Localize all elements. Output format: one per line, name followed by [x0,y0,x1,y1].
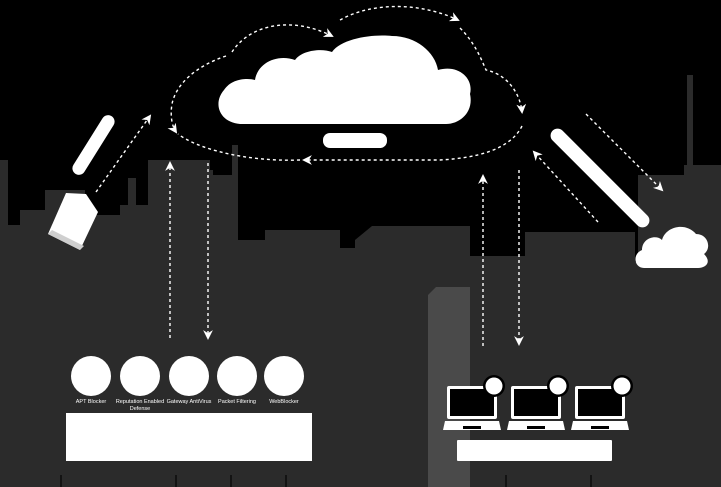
cloud-flow-bottom-left [177,133,301,161]
arrow-cable-to-cloud [532,150,599,223]
building-windows [60,475,592,487]
protection-label: Gateway AntiVirus [166,399,212,405]
protection-label: WebBlocker [269,399,299,405]
protection-label: Reputation Enabled Defense [115,399,165,412]
protections-panel [66,413,312,461]
cloud-label-bar [323,133,387,148]
status-dot-icon [613,377,631,395]
laptop-icon [571,375,633,430]
status-dot-icon [549,377,567,395]
cloud-flow-bottom [302,125,523,165]
cloud-flow-right-side [459,27,527,114]
webblocker-icon [264,356,304,396]
laptop-icon [443,375,505,430]
small-cloud-icon [635,226,709,268]
gateway-antivirus-icon [169,356,209,396]
protection-label: Packet Filtering [218,399,256,405]
reputation-defense-icon [120,356,160,396]
cloud-flow-top-1 [231,24,334,53]
laptop-icon [507,375,569,430]
cloud-flow-left-side [167,55,227,134]
protection-label: APT Blocker [75,399,107,405]
packet-filtering-icon [217,356,257,396]
status-dot-icon [485,377,503,395]
cable-icon [550,128,650,228]
central-cloud-icon [218,35,471,124]
usb-drive-icon [48,115,115,250]
apt-blocker-icon [71,356,111,396]
laptops-panel [457,440,612,461]
laptop-group [443,375,633,430]
cloud-flow-top-2 [339,5,460,22]
protection-icons [71,356,304,396]
